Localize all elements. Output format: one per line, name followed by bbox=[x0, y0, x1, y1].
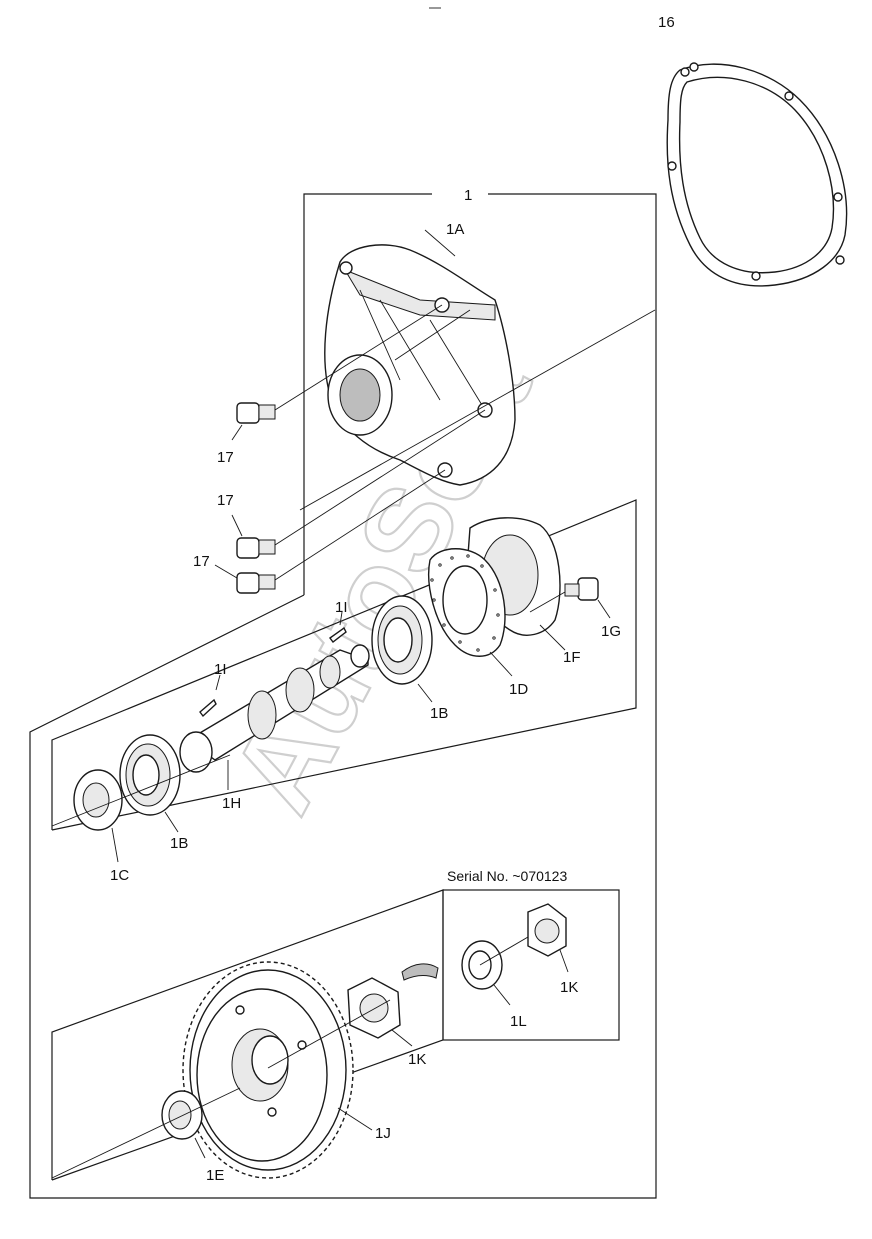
serial-number-note: Serial No. ~070123 bbox=[447, 868, 567, 884]
label-17-middle: 17 bbox=[217, 492, 234, 509]
bolt-1g bbox=[529, 577, 611, 619]
bolt-17-upper bbox=[231, 304, 443, 441]
label-1: 1 bbox=[464, 187, 472, 204]
arrow-to-inset bbox=[401, 963, 439, 981]
shaft-1h bbox=[179, 644, 370, 790]
seal-1e bbox=[51, 1087, 241, 1179]
seal-1c bbox=[51, 754, 231, 863]
housing-1a bbox=[299, 229, 656, 511]
gasket-16 bbox=[666, 62, 848, 287]
label-1b-right: 1B bbox=[430, 705, 448, 722]
label-1b-left: 1B bbox=[170, 835, 188, 852]
label-1h: 1H bbox=[222, 795, 241, 812]
bolt-17-middle bbox=[231, 409, 486, 559]
label-1f: 1F bbox=[563, 649, 581, 666]
label-1c: 1C bbox=[110, 867, 129, 884]
label-1d: 1D bbox=[509, 681, 528, 698]
key-1i-right bbox=[329, 611, 347, 643]
label-1j: 1J bbox=[375, 1125, 391, 1142]
label-1k-inset: 1K bbox=[560, 979, 578, 996]
label-1i-left: 1I bbox=[214, 661, 227, 678]
key-1i-left bbox=[199, 674, 221, 718]
label-1a: 1A bbox=[446, 221, 464, 238]
label-17-lower: 17 bbox=[193, 553, 210, 570]
label-17-upper: 17 bbox=[217, 449, 234, 466]
nut-1k-inset bbox=[527, 903, 569, 973]
label-1g: 1G bbox=[601, 623, 621, 640]
label-1i-right: 1I bbox=[335, 599, 348, 616]
bearing-1b-right bbox=[371, 595, 433, 703]
gasket-1d bbox=[428, 548, 513, 677]
label-1e: 1E bbox=[206, 1167, 224, 1184]
label-1k-main: 1K bbox=[408, 1051, 426, 1068]
gear-1j bbox=[182, 961, 391, 1179]
nut-1k-main bbox=[347, 977, 413, 1047]
label-1l: 1L bbox=[510, 1013, 527, 1030]
bolt-17-lower bbox=[214, 469, 446, 594]
bearing-1b-left bbox=[119, 734, 181, 833]
washer-1l bbox=[461, 929, 541, 1006]
label-16: 16 bbox=[658, 14, 675, 31]
